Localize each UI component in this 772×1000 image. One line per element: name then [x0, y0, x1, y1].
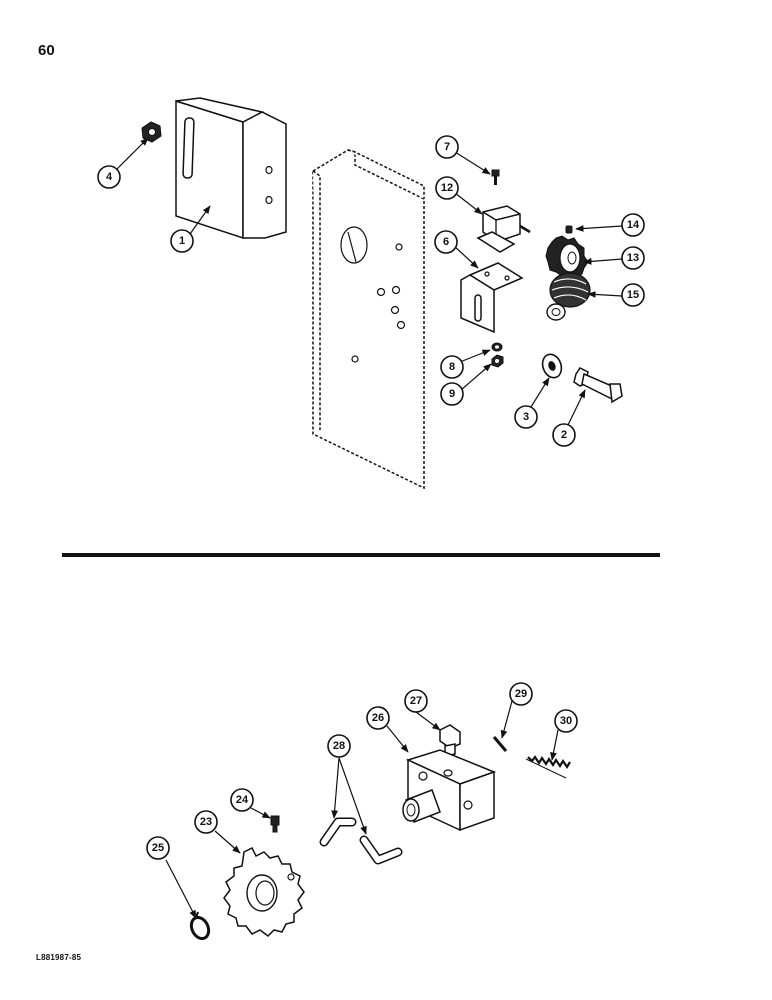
- callout-3: 3: [514, 405, 538, 429]
- svg-text:12: 12: [441, 182, 453, 194]
- callout-9: 9: [440, 382, 464, 406]
- callout-4: 4: [97, 165, 121, 189]
- svg-text:3: 3: [523, 411, 529, 423]
- svg-text:23: 23: [200, 816, 212, 828]
- pin-part-29: [492, 736, 508, 752]
- callout-12: 12: [435, 176, 459, 200]
- callout-24: 24: [230, 788, 254, 812]
- svg-text:6: 6: [443, 236, 449, 248]
- svg-text:25: 25: [152, 842, 164, 854]
- figure-code: L881987-85: [36, 953, 82, 962]
- nut-part-9: [491, 354, 504, 368]
- sprocket-part-23: [223, 846, 305, 937]
- washer-part-3: [541, 353, 563, 379]
- gear-part-13: [545, 235, 589, 279]
- callout-14: 14: [621, 213, 645, 237]
- callout-1: 1: [170, 229, 194, 253]
- elbow-part-28: [319, 817, 403, 865]
- callout-13: 13: [621, 246, 645, 270]
- block-part-26: [402, 749, 497, 832]
- callout-25: 25: [146, 836, 170, 860]
- callout-23: 23: [194, 810, 218, 834]
- spring-part-30: [525, 755, 571, 779]
- svg-text:4: 4: [106, 171, 113, 183]
- svg-text:2: 2: [561, 429, 567, 441]
- bracket-part-1: [175, 97, 287, 240]
- svg-text:9: 9: [449, 388, 455, 400]
- bracket-part-6: [460, 262, 524, 334]
- callout-28: 28: [327, 734, 351, 758]
- screw-part-7: [491, 169, 500, 185]
- leader-lines: [115, 137, 623, 919]
- side-plate: [312, 149, 425, 490]
- svg-text:13: 13: [627, 252, 639, 264]
- callout-15: 15: [621, 283, 645, 307]
- callout-26: 26: [366, 706, 390, 730]
- switch-part-12: [476, 205, 531, 253]
- set-screw-part-14: [565, 225, 573, 234]
- retaining-ring-part-25: [189, 911, 211, 941]
- washer-part-8: [491, 342, 503, 352]
- bolt-part-2: [573, 367, 623, 404]
- callout-30: 30: [554, 709, 578, 733]
- callout-8: 8: [440, 355, 464, 379]
- pulley-part-15: [546, 272, 591, 321]
- svg-text:29: 29: [515, 688, 527, 700]
- callout-7: 7: [435, 135, 459, 159]
- fitting-part-24: [270, 815, 280, 833]
- svg-text:1: 1: [179, 235, 185, 247]
- svg-text:7: 7: [444, 141, 450, 153]
- callout-27: 27: [404, 689, 428, 713]
- nut-part-4: [141, 121, 162, 143]
- svg-text:27: 27: [410, 695, 422, 707]
- svg-text:15: 15: [627, 289, 639, 301]
- callout-29: 29: [509, 682, 533, 706]
- svg-text:14: 14: [627, 219, 640, 231]
- svg-text:24: 24: [236, 794, 249, 806]
- svg-text:28: 28: [333, 740, 345, 752]
- page-number: 60: [38, 42, 55, 59]
- svg-text:8: 8: [449, 361, 455, 373]
- callout-6: 6: [434, 230, 458, 254]
- svg-text:30: 30: [560, 715, 572, 727]
- svg-text:26: 26: [372, 712, 384, 724]
- callout-2: 2: [552, 423, 576, 447]
- cap-screw-part-27: [439, 724, 461, 757]
